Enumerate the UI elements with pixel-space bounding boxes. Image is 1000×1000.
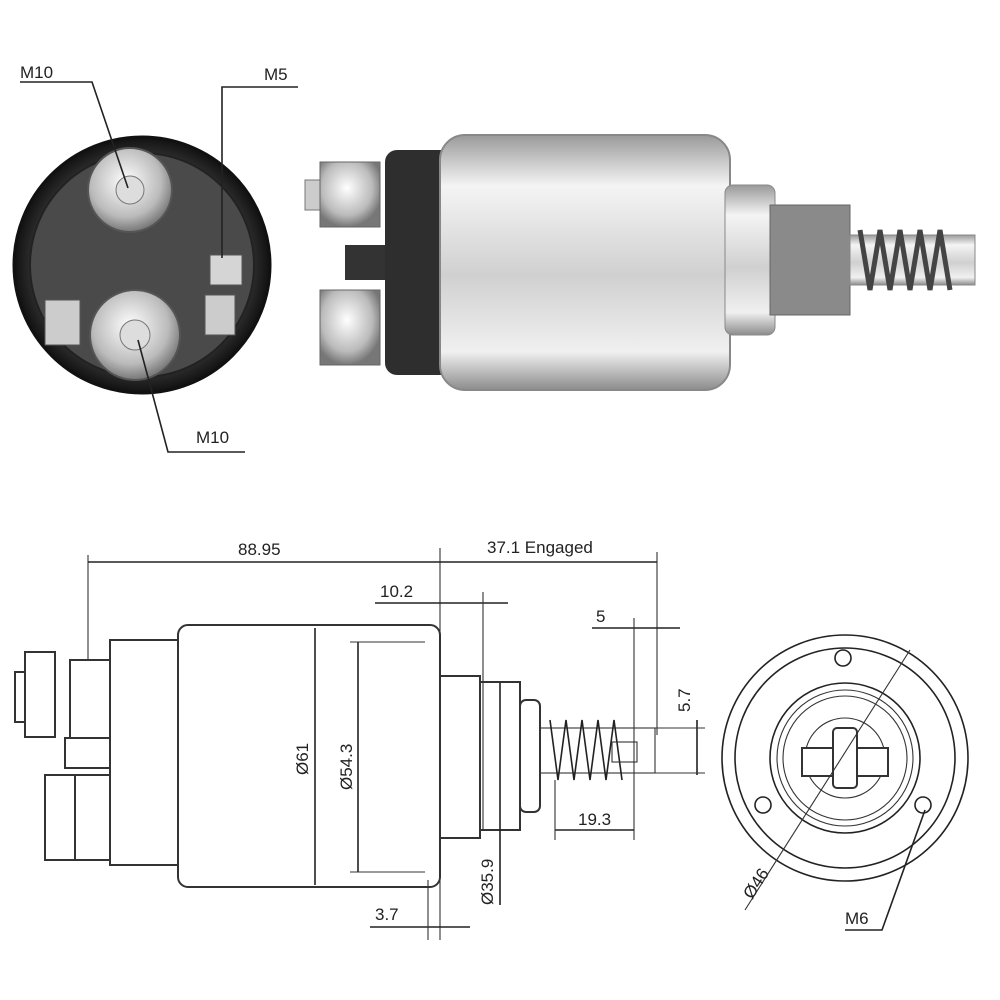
mounting-end-view: Ø46 M6 [721, 634, 969, 931]
dim-plunger-width: 5.7 [675, 688, 694, 712]
mount-hole-left [754, 796, 772, 814]
mount-hole-top [834, 649, 852, 667]
dim-body-diameter: Ø61 [293, 743, 312, 775]
side-view-drawing: 88.95 37.1 Engaged 10.2 5 5.7 Ø61 Ø54.3 … [14, 538, 705, 940]
terminal-m5 [209, 254, 243, 286]
dim-flange-offset: 10.2 [380, 582, 413, 601]
dim-plunger-travel: 37.1 Engaged [487, 538, 593, 557]
label-m10-bottom: M10 [196, 428, 229, 447]
label-m10-top: M10 [20, 63, 53, 82]
terminal-top-m10 [87, 147, 173, 233]
dim-plunger-tip: 5 [596, 607, 605, 626]
dim-spring-length: 19.3 [578, 810, 611, 829]
dim-bolt-circle: Ø46 [739, 865, 772, 902]
terminal-bottom-m10 [89, 289, 181, 381]
dim-inner-diameter: Ø54.3 [337, 744, 356, 790]
label-m5: M5 [264, 65, 288, 84]
mount-hole-right [914, 796, 932, 814]
terminal-end-view: M10 M5 M10 [12, 63, 298, 453]
dim-nose-diameter: Ø35.9 [478, 859, 497, 905]
spade-terminal-right [204, 294, 236, 336]
solenoid-side-photo [304, 134, 976, 391]
dim-overall-length: 88.95 [238, 540, 281, 559]
spring [549, 719, 623, 781]
spade-terminal-left [44, 299, 81, 346]
dim-rim-width: 3.7 [375, 905, 399, 924]
dim-mount-thread: M6 [845, 909, 869, 928]
